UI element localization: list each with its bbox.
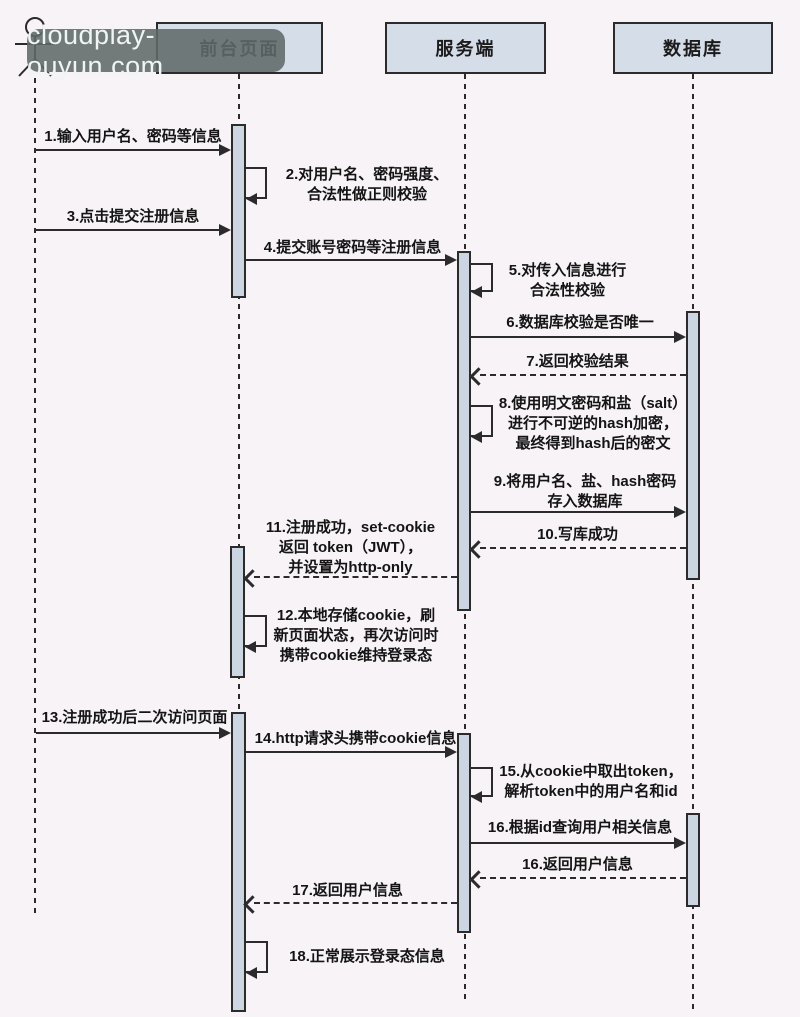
arrowhead-2 — [246, 193, 257, 205]
self-message-18 — [246, 941, 268, 973]
message-arrow-6 — [471, 336, 674, 338]
arrowhead-15 — [471, 791, 482, 803]
arrowhead-8 — [471, 431, 482, 443]
arrowhead-3 — [219, 224, 231, 236]
activation-server-2 — [457, 733, 471, 933]
message-label-10: 10.写库成功 — [537, 526, 618, 543]
self-message-12 — [245, 615, 267, 647]
message-label-2: 2.对用户名、密码强度、 合法性做正则校验 — [285, 166, 449, 203]
message-label-5: 5.对传入信息进行 合法性校验 — [508, 262, 627, 299]
activation-database-2 — [686, 813, 700, 907]
participant-server: 服务端 — [385, 22, 546, 74]
message-label-18: 18.正常展示登录态信息 — [289, 948, 445, 965]
activation-database-1 — [686, 311, 700, 580]
message-arrow-11 — [254, 576, 457, 578]
arrowhead-18 — [246, 967, 257, 979]
message-label-16: 16.根据id查询用户相关信息 — [487, 819, 673, 836]
self-message-8 — [471, 405, 493, 437]
message-arrow-13 — [36, 732, 219, 734]
watermark-text: cloudplay-ouyun.com — [27, 19, 164, 81]
message-arrow-1 — [36, 149, 219, 151]
message-label-16b: 16.返回用户信息 — [522, 856, 633, 873]
message-arrow-9 — [471, 511, 674, 513]
message-arrow-17 — [254, 902, 457, 904]
arrowhead-16b — [469, 870, 488, 889]
message-label-7: 7.返回校验结果 — [526, 353, 629, 370]
message-label-12: 12.本地存储cookie，刷 新页面状态，再次访问时 携带cookie维持登录… — [273, 607, 439, 664]
arrowhead-10 — [469, 540, 488, 559]
message-arrow-16b — [480, 877, 686, 879]
message-arrow-16 — [471, 842, 674, 844]
activation-frontend-1 — [231, 124, 246, 298]
message-label-15: 15.从cookie中取出token， 解析token中的用户名和id — [499, 763, 683, 800]
message-label-11: 11.注册成功，set-cookie 返回 token（JWT）， 并设置为ht… — [265, 519, 436, 576]
arrowhead-9 — [674, 506, 686, 518]
lifeline-user — [34, 78, 36, 915]
message-arrow-14 — [246, 751, 445, 753]
message-label-1: 1.输入用户名、密码等信息 — [44, 128, 222, 145]
message-arrow-4 — [246, 259, 445, 261]
activation-frontend-2 — [230, 546, 245, 678]
message-label-9: 9.将用户名、盐、hash密码 存入数据库 — [493, 473, 677, 510]
participant-server-label: 服务端 — [435, 39, 496, 59]
self-message-15 — [471, 767, 493, 797]
arrowhead-4 — [445, 254, 457, 266]
message-label-8: 8.使用明文密码和盐（salt） 进行不可逆的hash加密， 最终得到hash后… — [498, 395, 688, 452]
arrowhead-16 — [674, 837, 686, 849]
message-label-14: 14.http请求头携带cookie信息 — [254, 730, 457, 747]
arrowhead-6 — [674, 331, 686, 343]
arrowhead-5 — [471, 286, 482, 298]
participant-database: 数据库 — [613, 22, 773, 74]
message-arrow-10 — [480, 547, 686, 549]
arrowhead-14 — [445, 746, 457, 758]
lifeline-frontend — [238, 74, 240, 1012]
message-arrow-7 — [480, 374, 686, 376]
activation-server-1 — [457, 251, 471, 611]
message-label-13: 13.注册成功后二次访问页面 — [41, 709, 228, 726]
arrowhead-7 — [469, 367, 488, 386]
arrowhead-13 — [219, 727, 231, 739]
self-message-5 — [471, 263, 493, 292]
message-label-4: 4.提交账号密码等注册信息 — [263, 239, 442, 256]
message-label-3: 3.点击提交注册信息 — [66, 208, 200, 225]
message-label-17: 17.返回用户信息 — [292, 882, 403, 899]
activation-frontend-3 — [231, 712, 246, 1012]
message-arrow-3 — [36, 229, 219, 231]
message-label-6: 6.数据库校验是否唯一 — [506, 314, 654, 331]
watermark: cloudplay-ouyun.com — [27, 20, 285, 81]
arrowhead-1 — [219, 144, 231, 156]
participant-database-label: 数据库 — [663, 39, 723, 59]
arrowhead-12 — [245, 641, 256, 653]
